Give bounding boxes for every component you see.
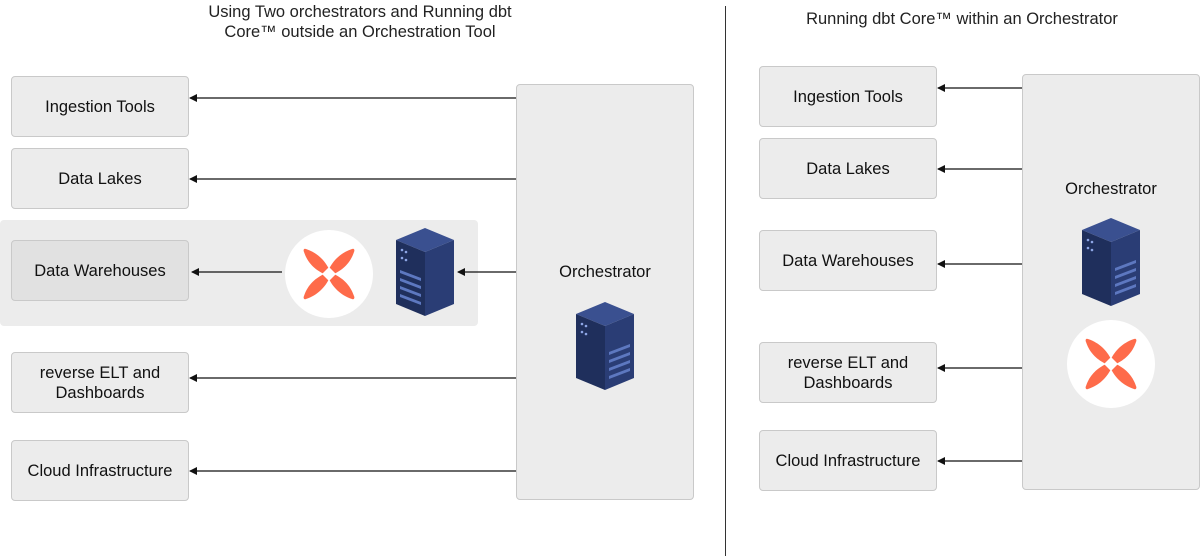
right-data-lakes-box: Data Lakes — [759, 138, 937, 199]
left-reverse-elt-box: reverse ELT and Dashboards — [11, 352, 189, 413]
left-cloud-infrastructure-box: Cloud Infrastructure — [11, 440, 189, 501]
right-reverse-elt-label-1: reverse ELT and — [787, 353, 909, 372]
right-data-warehouses-label: Data Warehouses — [782, 251, 914, 270]
dbt-logo-icon — [285, 230, 373, 318]
server-icon — [576, 302, 634, 390]
left-title-line-2: Core™ outside an Orchestration Tool — [224, 23, 496, 41]
right-ingestion-tools-label: Ingestion Tools — [793, 87, 903, 106]
right-orchestrator-label: Orchestrator — [1065, 180, 1157, 198]
left-diagram-title: Using Two orchestrators and Running dbt … — [170, 2, 550, 42]
right-diagram-title: Running dbt Core™ within an Orchestrator — [762, 9, 1162, 29]
dbt-logo-icon — [1067, 320, 1155, 408]
left-data-warehouses-label: Data Warehouses — [34, 261, 166, 280]
right-data-lakes-label: Data Lakes — [806, 159, 890, 178]
diagram-divider — [725, 6, 726, 556]
left-data-warehouses-box: Data Warehouses — [11, 240, 189, 301]
right-title-text: Running dbt Core™ within an Orchestrator — [806, 10, 1118, 28]
server-icon — [396, 228, 454, 316]
left-ingestion-tools-label: Ingestion Tools — [45, 97, 155, 116]
right-ingestion-tools-box: Ingestion Tools — [759, 66, 937, 127]
left-title-line-1: Using Two orchestrators and Running dbt — [208, 3, 512, 21]
left-data-lakes-box: Data Lakes — [11, 148, 189, 209]
server-icon — [1082, 218, 1140, 306]
right-data-warehouses-box: Data Warehouses — [759, 230, 937, 291]
left-reverse-elt-label-1: reverse ELT and — [39, 363, 161, 382]
left-orchestrator-box: Orchestrator — [516, 84, 694, 500]
right-cloud-infrastructure-box: Cloud Infrastructure — [759, 430, 937, 491]
left-cloud-infrastructure-label: Cloud Infrastructure — [27, 461, 173, 480]
right-reverse-elt-label-2: Dashboards — [803, 373, 893, 392]
left-data-lakes-label: Data Lakes — [58, 169, 142, 188]
left-reverse-elt-label-2: Dashboards — [55, 383, 145, 402]
left-orchestrator-label: Orchestrator — [559, 263, 651, 281]
left-ingestion-tools-box: Ingestion Tools — [11, 76, 189, 137]
right-reverse-elt-box: reverse ELT and Dashboards — [759, 342, 937, 403]
right-cloud-infrastructure-label: Cloud Infrastructure — [775, 451, 921, 470]
